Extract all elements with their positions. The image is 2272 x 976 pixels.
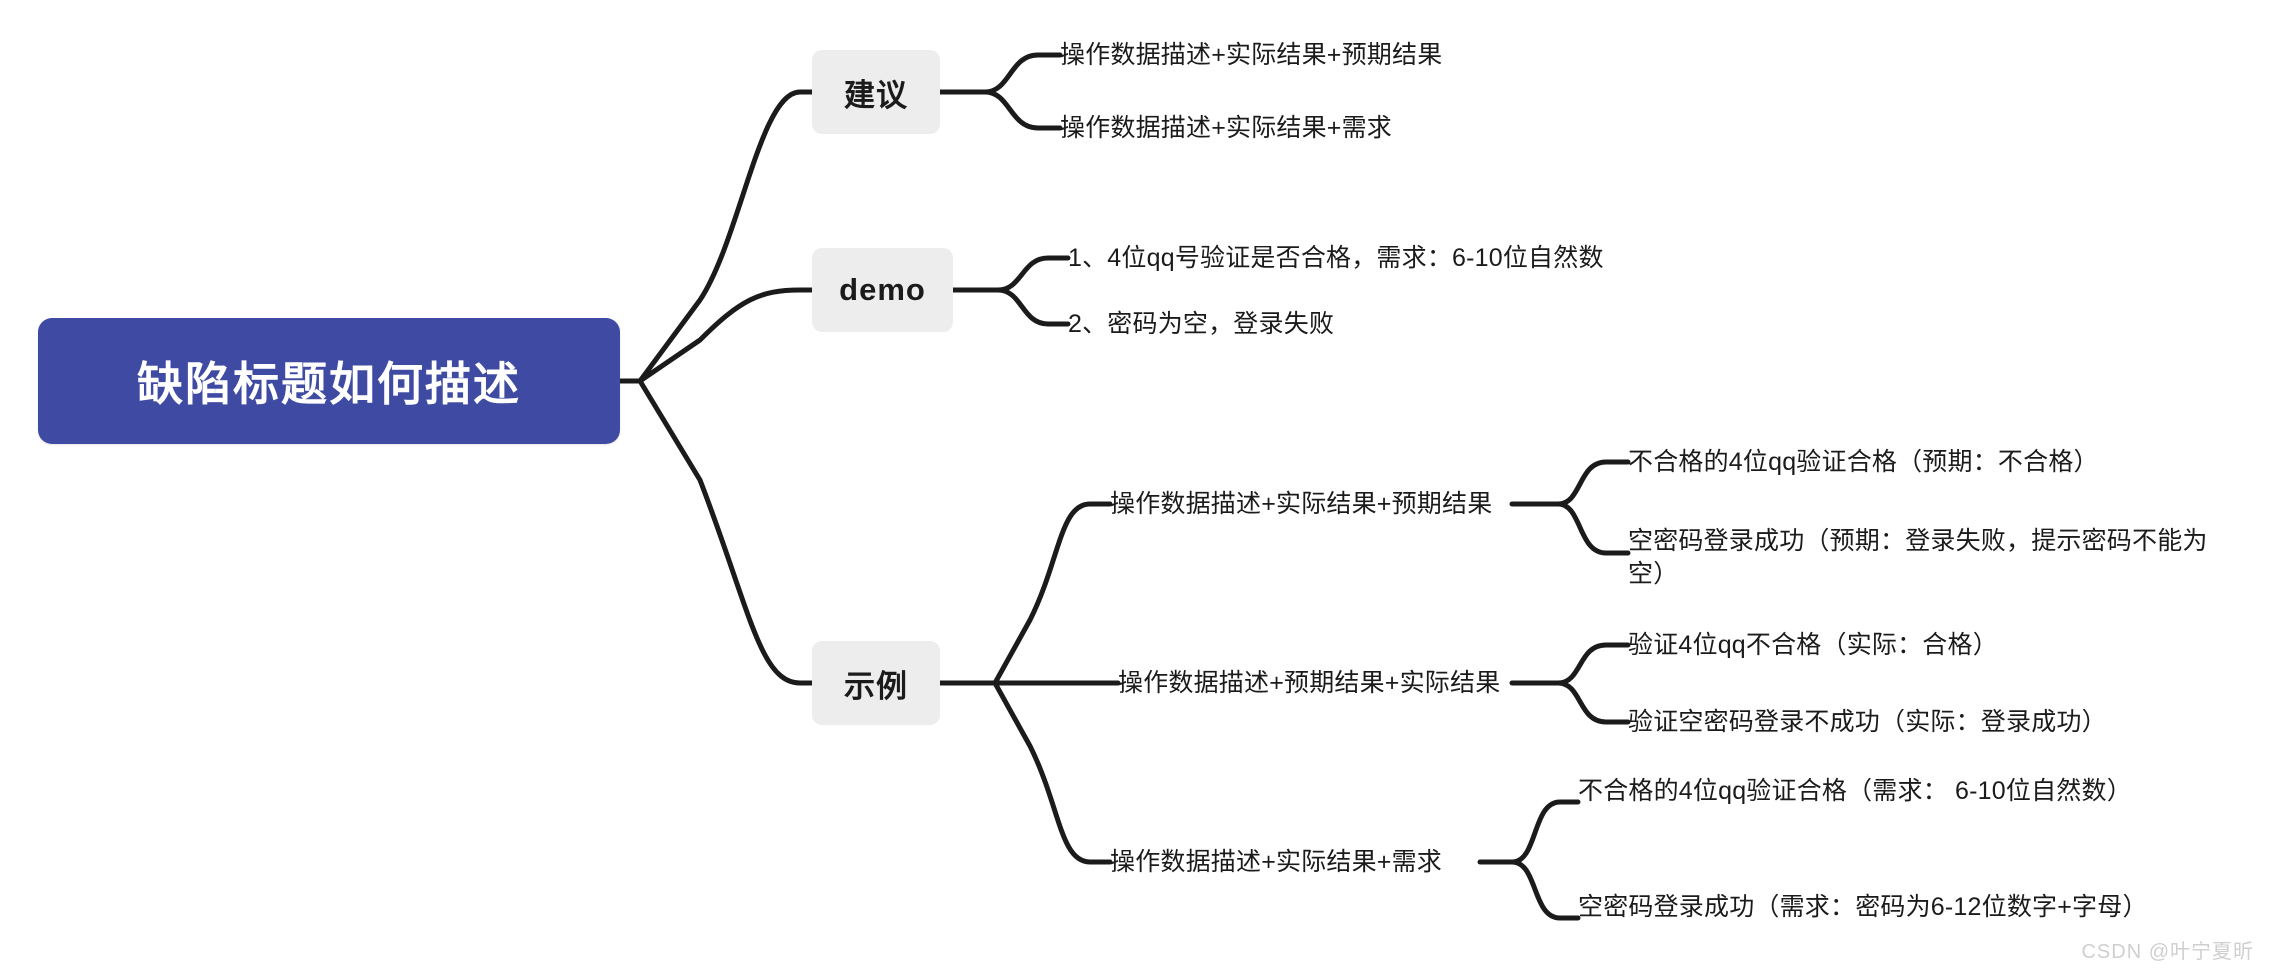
- connector-root-to-suggestion: [637, 89, 815, 384]
- root-node[interactable]: 缺陷标题如何描述: [38, 318, 620, 444]
- node-suggestion-child-2[interactable]: 操作数据描述+实际结果+需求: [1060, 111, 1540, 145]
- connector-demo-to-child-1: [995, 255, 1071, 293]
- branch-node-demo-label: demo: [839, 272, 926, 307]
- connector-example-3-to-leaf-2: [1509, 859, 1581, 921]
- node-example-child-2[interactable]: 操作数据描述+预期结果+实际结果: [1118, 666, 1538, 700]
- node-example-1-leaf-1[interactable]: 不合格的4位qq验证合格（预期：不合格）: [1628, 445, 2188, 479]
- connector-suggestion-to-child-1: [982, 52, 1063, 95]
- root-node-label: 缺陷标题如何描述: [137, 358, 521, 410]
- node-demo-child-2-label: 2、密码为空，登录失败: [1068, 309, 1335, 338]
- branch-node-suggestion[interactable]: 建议: [812, 50, 940, 134]
- node-example-2-leaf-2-label: 验证空密码登录不成功（实际：登录成功）: [1628, 707, 2107, 736]
- node-example-1-leaf-2[interactable]: 空密码登录成功（预期：登录失败，提示密码不能为空）: [1628, 525, 2213, 601]
- node-example-child-2-label: 操作数据描述+预期结果+实际结果: [1118, 668, 1501, 697]
- branch-node-demo[interactable]: demo: [812, 248, 953, 332]
- watermark: CSDN @叶宁夏昕: [2081, 941, 2254, 963]
- node-example-3-leaf-1-label: 不合格的4位qq验证合格（需求： 6-10位自然数）: [1578, 777, 2132, 805]
- node-demo-child-1[interactable]: 1、4位qq号验证是否合格，需求：6-10位自然数: [1068, 241, 1708, 275]
- connector-demo-to-child-2: [995, 287, 1071, 327]
- node-suggestion-child-2-label: 操作数据描述+实际结果+需求: [1060, 113, 1393, 142]
- node-example-1-leaf-1-label: 不合格的4位qq验证合格（预期：不合格）: [1628, 447, 2099, 476]
- node-example-3-leaf-2[interactable]: 空密码登录成功（需求：密码为6-12位数字+字母）: [1578, 891, 2178, 967]
- connector-example-1-to-leaf-2: [1555, 501, 1631, 556]
- node-example-child-3-label: 操作数据描述+实际结果+需求: [1110, 847, 1443, 876]
- node-demo-child-2[interactable]: 2、密码为空，登录失败: [1068, 307, 1508, 341]
- node-example-child-3[interactable]: 操作数据描述+实际结果+需求: [1110, 845, 1510, 879]
- node-example-2-leaf-2[interactable]: 验证空密码登录不成功（实际：登录成功）: [1628, 705, 2188, 739]
- connector-example-2-to-leaf-1: [1555, 642, 1631, 686]
- branch-node-example-label: 示例: [844, 668, 908, 704]
- connector-root-to-example: [637, 378, 815, 686]
- node-example-2-leaf-1[interactable]: 验证4位qq不合格（实际：合格）: [1628, 628, 2148, 662]
- node-suggestion-child-1[interactable]: 操作数据描述+实际结果+预期结果: [1060, 38, 1540, 72]
- connector-suggestion-to-child-2: [982, 89, 1063, 131]
- connector-root-to-demo: [637, 287, 815, 384]
- node-example-1-leaf-2-label: 空密码登录成功（预期：登录失败，提示密码不能为空）: [1628, 527, 2208, 588]
- branch-node-suggestion-label: 建议: [844, 77, 908, 113]
- node-example-2-leaf-1-label: 验证4位qq不合格（实际：合格）: [1628, 630, 1998, 659]
- connector-example-2-to-leaf-2: [1555, 680, 1631, 725]
- node-demo-child-1-label: 1、4位qq号验证是否合格，需求：6-10位自然数: [1068, 243, 1604, 272]
- connector-example-to-child-3: [992, 680, 1113, 865]
- node-example-child-1-label: 操作数据描述+实际结果+预期结果: [1110, 489, 1493, 518]
- node-example-child-1[interactable]: 操作数据描述+实际结果+预期结果: [1110, 487, 1530, 521]
- node-suggestion-child-1-label: 操作数据描述+实际结果+预期结果: [1060, 40, 1443, 69]
- node-example-3-leaf-2-label: 空密码登录成功（需求：密码为6-12位数字+字母）: [1578, 893, 2148, 921]
- connector-example-3-to-leaf-1: [1509, 799, 1581, 865]
- branch-node-example[interactable]: 示例: [812, 641, 940, 725]
- connector-example-1-to-leaf-1: [1555, 459, 1631, 507]
- node-example-3-leaf-1[interactable]: 不合格的4位qq验证合格（需求： 6-10位自然数）: [1578, 775, 2178, 851]
- connector-example-to-child-1: [992, 501, 1113, 686]
